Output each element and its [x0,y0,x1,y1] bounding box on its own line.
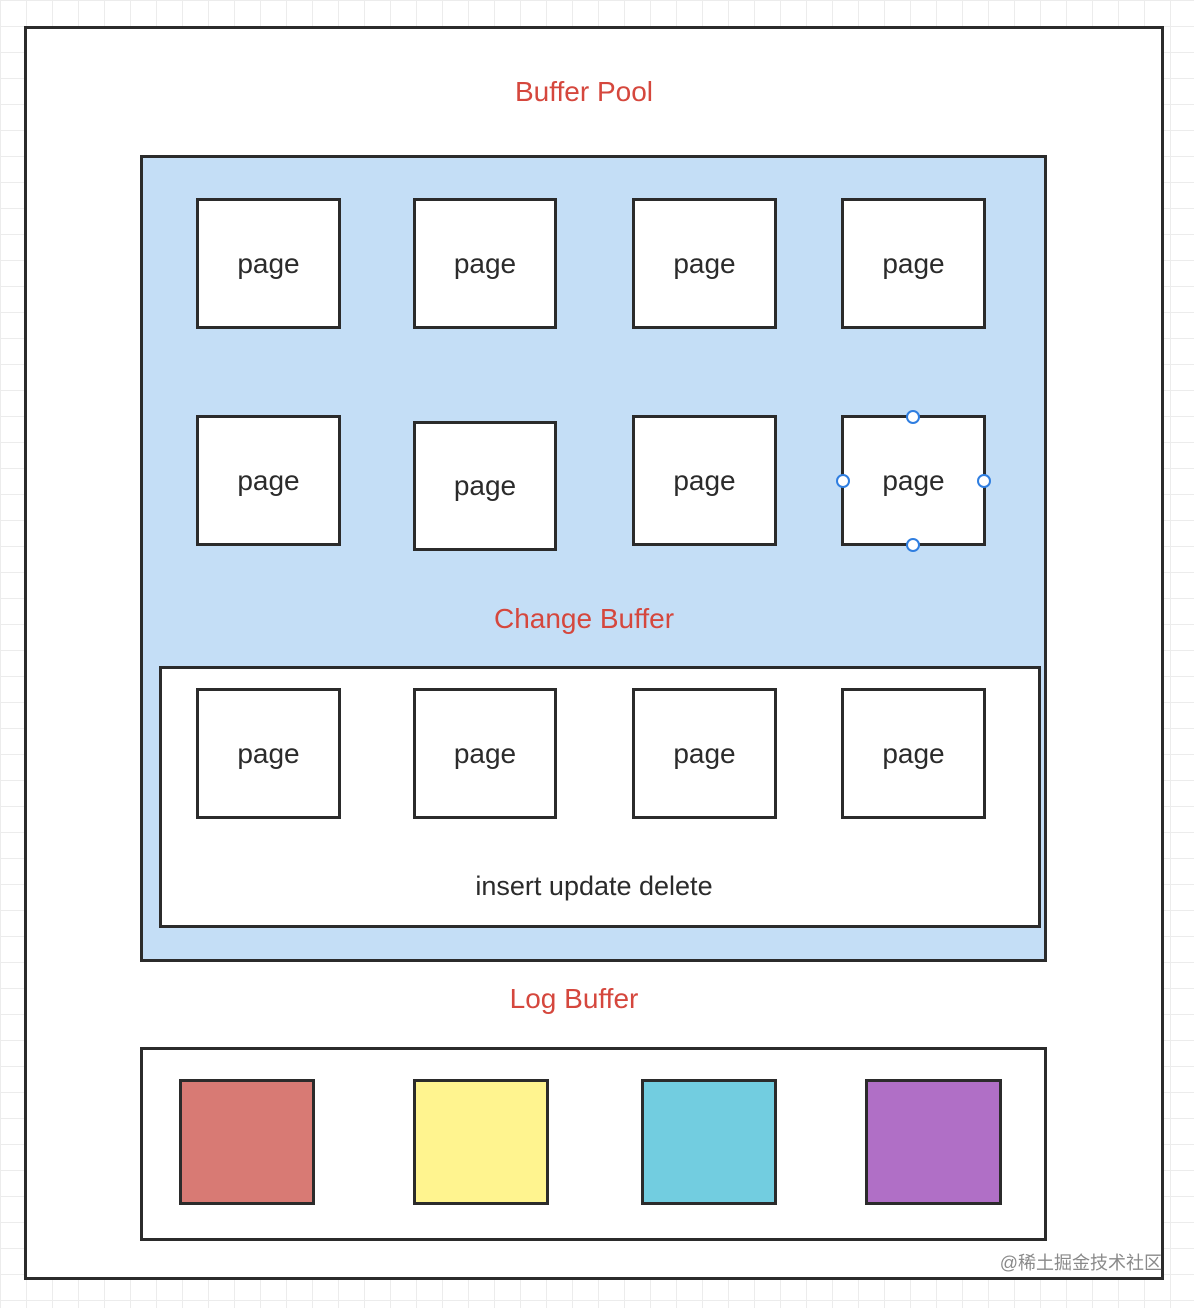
log-block[interactable] [179,1079,315,1205]
buffer-pool-page[interactable]: page [196,415,341,546]
change-buffer-title: Change Buffer [493,603,675,634]
log-block[interactable] [865,1079,1002,1205]
log-buffer-title: Log Buffer [509,983,639,1014]
selection-handle-left[interactable] [836,474,850,488]
buffer-pool-page[interactable]: page [413,198,557,329]
selection-handle-top[interactable] [906,410,920,424]
buffer-pool-page[interactable]: page [413,421,557,551]
buffer-pool-page-selected[interactable]: page [841,415,986,546]
buffer-pool-page[interactable]: page [632,198,777,329]
change-buffer-page[interactable]: page [841,688,986,819]
buffer-pool-page[interactable]: page [632,415,777,546]
buffer-pool-page[interactable]: page [196,198,341,329]
watermark-text: @稀土掘金技术社区 [999,1253,1162,1273]
selection-handle-bottom[interactable] [906,538,920,552]
selection-handle-right[interactable] [977,474,991,488]
log-block[interactable] [641,1079,777,1205]
log-block[interactable] [413,1079,549,1205]
change-buffer-operations: insert update delete [475,871,713,901]
buffer-pool-title: Buffer Pool [514,76,654,107]
change-buffer-page[interactable]: page [413,688,557,819]
change-buffer-page[interactable]: page [196,688,341,819]
change-buffer-page[interactable]: page [632,688,777,819]
buffer-pool-page[interactable]: page [841,198,986,329]
